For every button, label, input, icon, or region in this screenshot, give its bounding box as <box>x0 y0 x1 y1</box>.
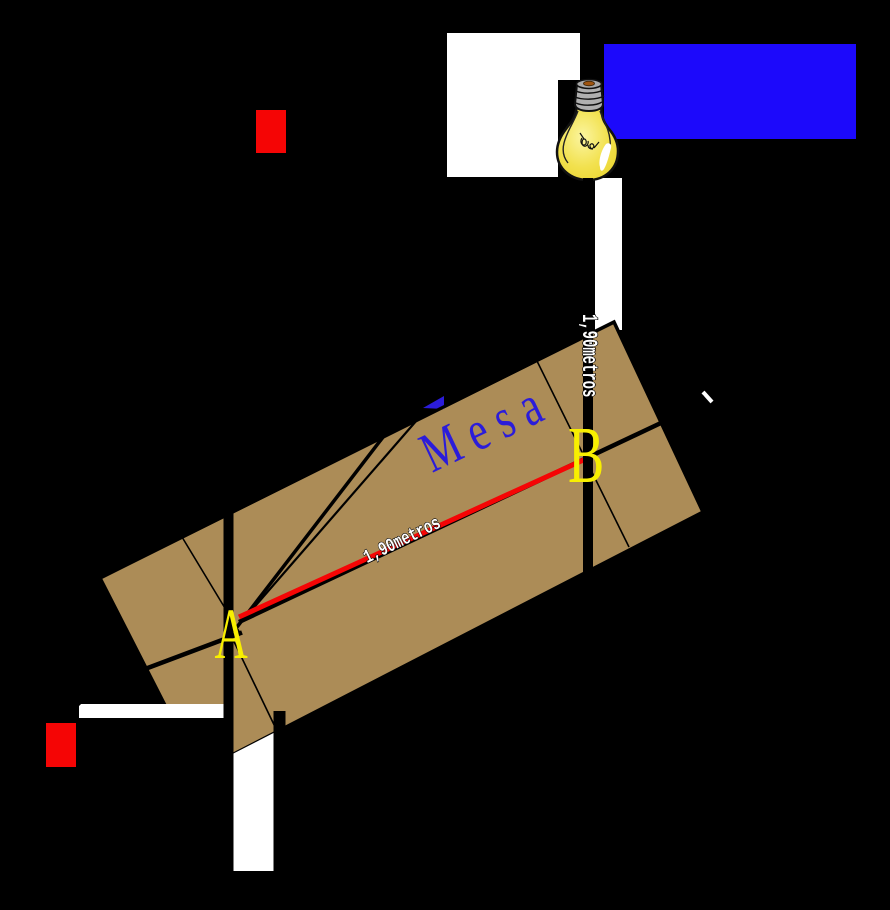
svg-text:1,90metros: 1,90metros <box>576 314 601 397</box>
svg-text:B: B <box>568 411 604 500</box>
svg-text:A: A <box>215 595 249 675</box>
